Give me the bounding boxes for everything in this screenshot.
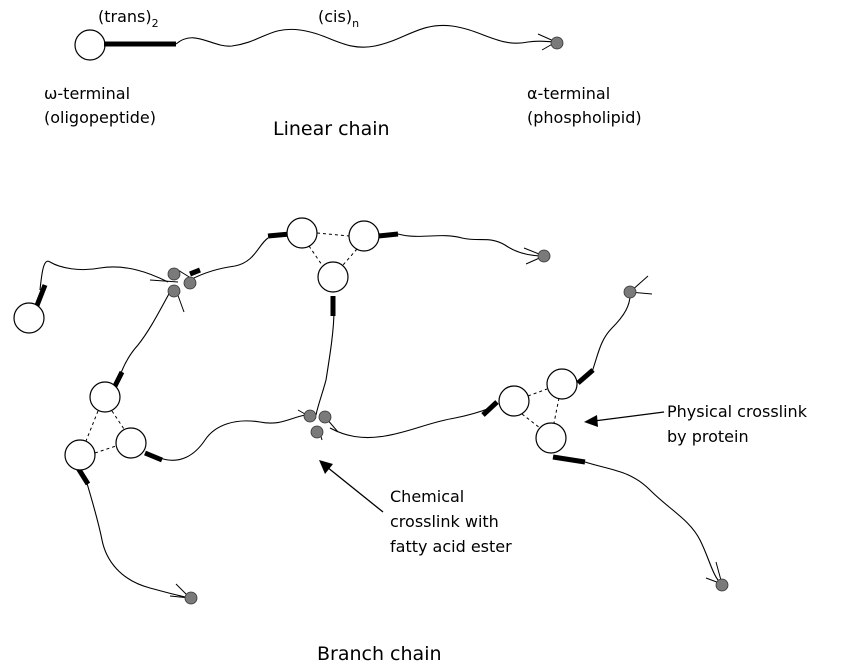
node-right-b [546,368,578,400]
node-right-c [535,422,567,454]
chain-left-top [39,260,169,291]
cis-chain [175,24,557,48]
alpha-terminal-end [537,33,564,51]
node-top-a [286,217,318,249]
chain-left-vertical [117,291,171,383]
chemical-crosslink-label-line2: crosslink with [390,512,499,531]
trans-label: (trans)2 [98,7,159,30]
omega-terminal-node [74,29,106,61]
chain-right-bottom [584,461,723,586]
node-left-end [13,302,45,334]
chain-top-1 [189,237,269,281]
chain-left-bottom [85,479,191,599]
physical-crosslink-left [85,410,125,454]
node-right-a [498,385,530,417]
chemical-crosslink-lower [297,409,339,441]
oligopeptide-label: (oligopeptide) [44,108,156,127]
physical-crosslink-top [308,232,358,266]
chemical-crosslink-upper [149,267,197,313]
node-left-b [64,439,96,471]
chain-right-top [591,294,631,373]
chemical-crosslink-arrow [319,460,384,513]
alpha-terminal-label: α-terminal [527,84,610,103]
chain-bottom-mid [329,407,491,439]
linear-chain: (trans)2 (cis)n ω-terminal (oligopeptide… [44,7,642,140]
alpha-end-top-right [523,247,551,265]
omega-terminal-label: ω-terminal [44,84,130,103]
node-left-c [115,427,147,459]
chemical-crosslink-label: Chemical [390,487,464,506]
chain-mid-vertical [315,309,335,416]
node-left-a [89,381,121,413]
alpha-end-bottom-right [705,561,729,592]
chemical-crosslink-label-line3: fatty acid ester [390,537,512,556]
physical-crosslink-arrow [584,411,665,427]
node-top-c [317,261,349,293]
physical-crosslink-label: Physical crosslink [667,402,808,421]
alpha-end-bottom-left [169,583,198,605]
chain-bottom-left [159,414,306,461]
branch-chain-caption: Branch chain [317,643,442,665]
phospholipid-label: (phospholipid) [527,108,642,127]
cis-label: (cis)n [318,7,359,30]
physical-crosslink-label-line2: by protein [667,427,749,446]
phospholipid-dot [550,36,564,50]
branch-network: Physical crosslink by protein Chemical c… [13,217,808,665]
alpha-end-far-right [623,275,653,299]
node-top-b [348,220,380,252]
linear-chain-caption: Linear chain [273,118,390,140]
physical-crosslink-right [521,388,560,429]
chain-top-2 [397,233,545,257]
